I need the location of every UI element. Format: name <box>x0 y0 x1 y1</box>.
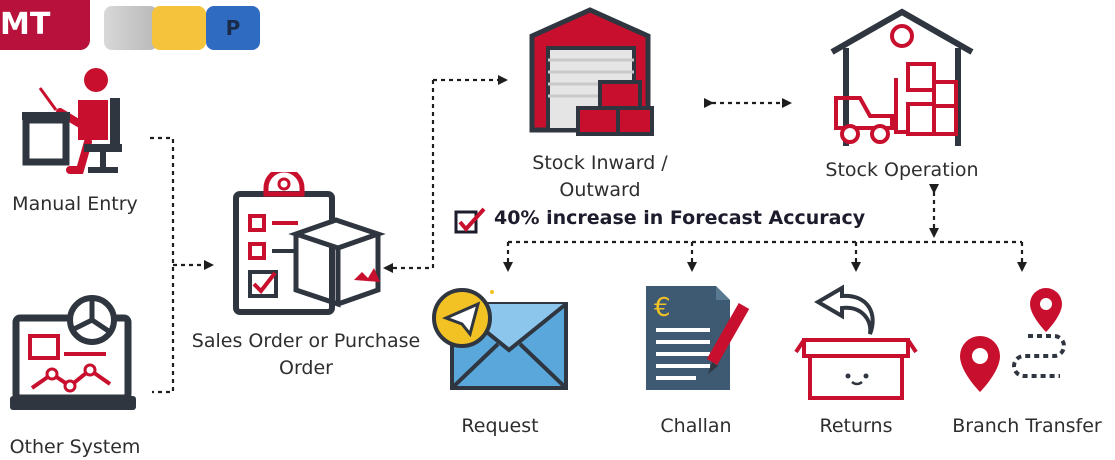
inward-label-line2: Outward <box>559 179 641 201</box>
tile-letter: P <box>225 16 241 40</box>
arrow-to-order-right <box>383 80 435 273</box>
challan-label: Challan <box>660 415 732 437</box>
brand-logo: MT <box>0 0 90 50</box>
challan-document-icon: € <box>646 286 750 390</box>
request-envelope-icon <box>432 288 568 390</box>
tile-yellow <box>152 6 206 50</box>
inward-label-line1: Stock Inward / <box>532 152 668 174</box>
order-label-line2: Order <box>279 357 333 379</box>
manual-entry-icon <box>22 68 122 174</box>
request-label: Request <box>461 415 539 437</box>
checkbox-icon <box>454 207 486 234</box>
tile-blue: P <box>206 6 260 50</box>
other-system-icon <box>10 295 136 410</box>
branch-transfer-label: Branch Transfer <box>952 415 1102 437</box>
manual-entry-label: Manual Entry <box>12 193 138 215</box>
warehouse-icon <box>529 7 654 136</box>
stock-operation-icon <box>830 8 974 146</box>
input-bracket <box>150 136 175 394</box>
tile-grey <box>104 6 158 50</box>
order-clipboard-icon <box>233 172 386 315</box>
other-system-label: Other System <box>9 436 141 458</box>
forecast-accuracy-text: 40% increase in Forecast Accuracy <box>494 207 866 229</box>
branch-transfer-pin-icon <box>960 288 1066 392</box>
order-label-line1: Sales Order or Purchase <box>191 330 421 352</box>
operation-label: Stock Operation <box>825 159 979 181</box>
euro-symbol: € <box>654 293 671 323</box>
returns-box-icon <box>794 284 918 400</box>
returns-label: Returns <box>819 415 893 437</box>
